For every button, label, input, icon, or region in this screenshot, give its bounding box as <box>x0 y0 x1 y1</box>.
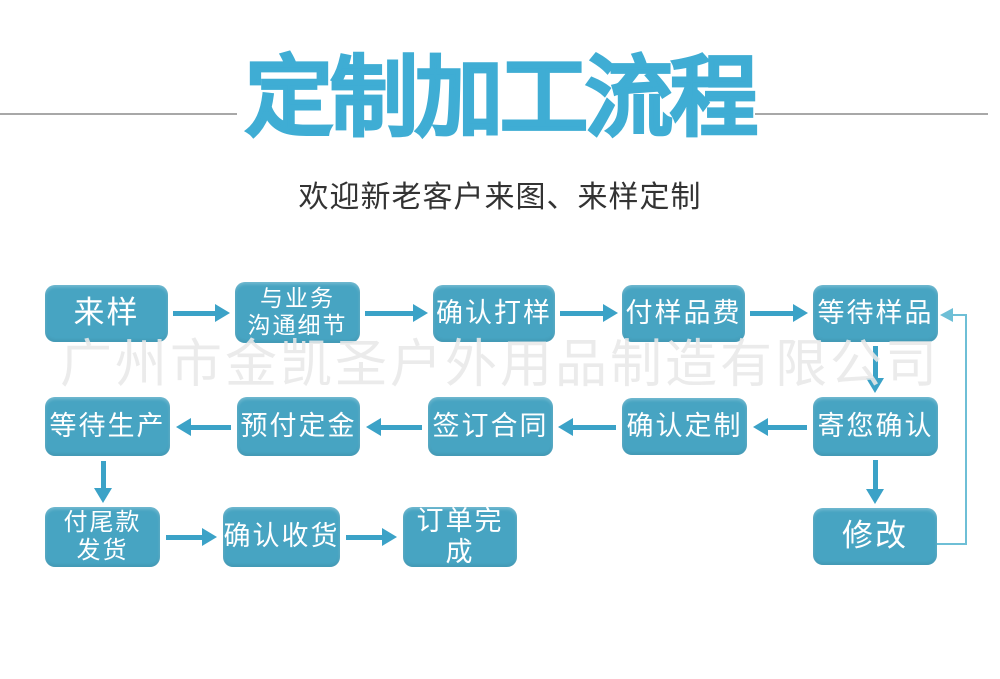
flow-node-come-sample: 来样 <box>45 285 168 342</box>
flow-node-confirm-receipt: 确认收货 <box>223 507 340 567</box>
flow-arrowhead-down <box>94 488 112 503</box>
title-divider-left <box>0 113 237 115</box>
flow-arrowhead-right <box>382 528 397 546</box>
flow-node-prepay-deposit: 预付定金 <box>237 397 360 456</box>
flow-node-order-complete: 订单完成 <box>403 506 517 568</box>
flow-arrowhead-down <box>866 378 884 393</box>
flow-arrow-shaft <box>365 311 413 316</box>
flow-arrowhead-right <box>793 304 808 322</box>
feedback-loop-bottom-line <box>937 543 967 545</box>
flow-arrow-shaft <box>573 425 616 430</box>
flow-node-pay-balance-ship: 付尾款 发货 <box>45 507 160 567</box>
flow-arrow-shaft <box>768 425 807 430</box>
flow-arrowhead-right <box>603 304 618 322</box>
flow-arrowhead-left <box>753 418 768 436</box>
flow-node-wait-production: 等待生产 <box>45 397 170 456</box>
flow-arrowhead-left <box>558 418 573 436</box>
flow-arrow-shaft <box>750 311 793 316</box>
title-divider-right <box>755 113 988 115</box>
feedback-loop-arrowhead-left <box>940 308 953 322</box>
flow-arrow-shaft <box>873 346 878 378</box>
flow-arrow-shaft <box>166 535 202 540</box>
flow-node-modify: 修改 <box>813 508 937 565</box>
flow-node-sign-contract: 签订合同 <box>428 397 553 456</box>
flow-arrowhead-down <box>866 489 884 504</box>
flow-arrow-shaft <box>346 535 382 540</box>
flow-node-confirm-proof: 确认打样 <box>433 285 555 342</box>
flow-arrow-shaft <box>560 311 603 316</box>
feedback-loop-vertical-line <box>965 314 967 545</box>
flow-node-send-confirm: 寄您确认 <box>813 397 938 456</box>
flow-arrowhead-left <box>176 418 191 436</box>
feedback-loop-top-line <box>952 314 967 316</box>
flow-arrowhead-left <box>366 418 381 436</box>
flow-arrow-shaft <box>101 461 106 488</box>
flow-arrow-shaft <box>191 425 231 430</box>
flow-arrowhead-right <box>215 304 230 322</box>
flow-node-confirm-custom: 确认定制 <box>622 398 747 455</box>
flow-node-wait-sample: 等待样品 <box>813 285 938 342</box>
flow-arrow-shaft <box>173 311 215 316</box>
flow-arrowhead-right <box>413 304 428 322</box>
page-subtitle: 欢迎新老客户来图、来样定制 <box>298 180 702 215</box>
flow-node-discuss-details: 与业务 沟通细节 <box>235 282 360 343</box>
page-title: 定制加工流程 <box>244 46 759 149</box>
flow-node-pay-sample-fee: 付样品费 <box>622 285 745 342</box>
flow-arrowhead-right <box>202 528 217 546</box>
flow-arrow-shaft <box>381 425 422 430</box>
flow-arrow-shaft <box>873 460 878 489</box>
